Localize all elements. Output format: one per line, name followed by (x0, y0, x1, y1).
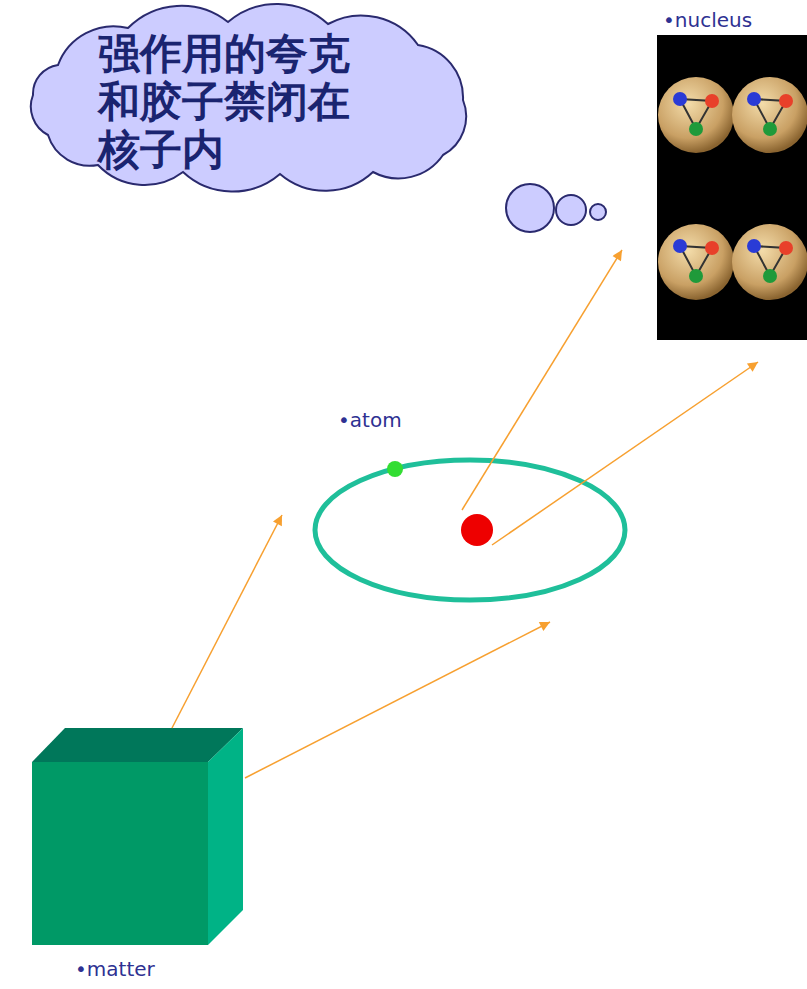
nucleon-ball (732, 224, 807, 300)
nucleon-ball (658, 77, 734, 153)
nucleon (732, 224, 807, 300)
arrow-connector (462, 250, 622, 510)
arrow-connector (492, 362, 758, 545)
atomic-nucleus (461, 514, 493, 546)
matter-figure: •matter (30, 725, 245, 987)
nucleon-ball (658, 224, 734, 300)
arrow-connector (245, 622, 550, 778)
arrow-connector (172, 515, 282, 728)
nucleon (658, 224, 734, 300)
nucleon (658, 77, 734, 153)
figure-label: •atom (338, 408, 402, 432)
quark (705, 94, 719, 108)
quark (779, 241, 793, 255)
quark (689, 269, 703, 283)
quark (673, 239, 687, 253)
quark (747, 92, 761, 106)
electron (387, 461, 403, 477)
quark (705, 241, 719, 255)
quark (689, 122, 703, 136)
quark (763, 269, 777, 283)
thought-cloud: 强作用的夸克 和胶子禁闭在 核子内 (18, 0, 480, 195)
figure-label: •matter (75, 957, 155, 981)
quark (673, 92, 687, 106)
cube-top (32, 728, 243, 762)
electron-orbit (315, 460, 625, 600)
nucleon (732, 77, 807, 153)
nucleon-ball (732, 77, 807, 153)
nucleus-picture (657, 35, 807, 340)
callout-text: 强作用的夸克 和胶子禁闭在 核子内 (98, 30, 378, 174)
nucleus-figure: •nucleus (655, 6, 807, 346)
cloud-shape (31, 4, 466, 192)
figure-label: •nucleus (663, 8, 752, 32)
quark (763, 122, 777, 136)
atom-figure: •atom (310, 400, 630, 605)
thought-bubble (506, 184, 554, 232)
cube-side (208, 728, 243, 945)
quark (779, 94, 793, 108)
thought-bubble (556, 195, 586, 225)
cube-front (32, 762, 208, 945)
quark (747, 239, 761, 253)
thought-bubble (590, 204, 606, 220)
